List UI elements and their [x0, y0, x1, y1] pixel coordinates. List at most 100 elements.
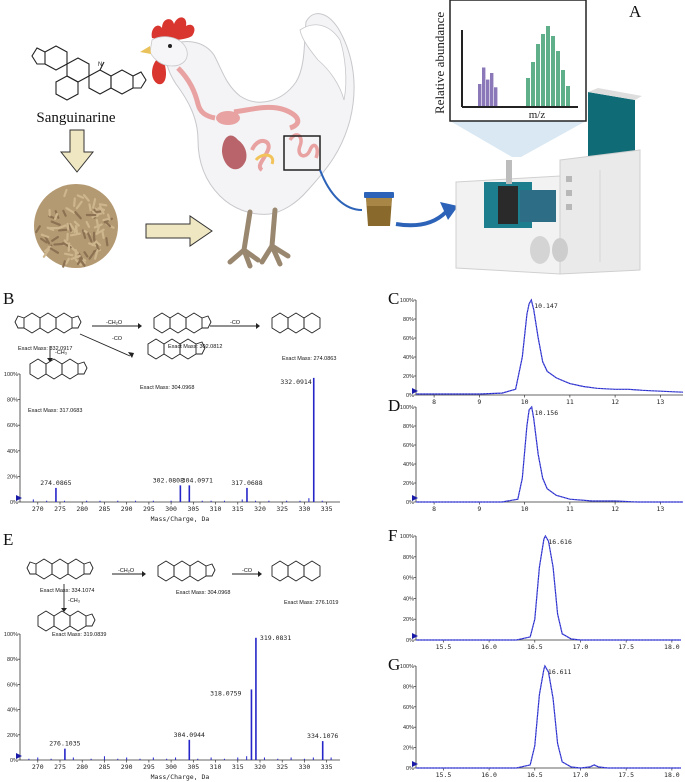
pellet — [104, 220, 112, 228]
y-tick-label: 80% — [403, 317, 414, 323]
x-tick-label: 16.0 — [481, 771, 497, 779]
x-tick-label: 15.5 — [436, 771, 452, 779]
x-tick-label: 8 — [432, 505, 436, 513]
pellet — [98, 203, 108, 207]
pellet — [40, 233, 50, 239]
frag1-mass-label-b: Exact Mass: 302.0812 — [168, 344, 222, 350]
pellet — [73, 197, 76, 207]
x-tick-label: 11 — [566, 505, 574, 513]
inset-peak — [556, 51, 560, 106]
y-tick-label: 20% — [7, 474, 18, 480]
panel-letter-b: B — [3, 289, 15, 308]
chromatogram-trace — [416, 298, 684, 395]
x-tick-label: 12 — [611, 398, 619, 406]
peak-label: 332.0914 — [280, 378, 311, 386]
ms-ylabel: Relative abundance — [432, 12, 447, 114]
x-tick-label: 15.5 — [436, 643, 452, 651]
loss2-label-e: -CO — [242, 568, 253, 574]
x-tick-label: 10 — [521, 505, 529, 513]
pellet — [70, 254, 81, 261]
peak-label: 276.1035 — [49, 740, 80, 748]
axis-marker-icon — [412, 388, 418, 394]
panel-letter-d: D — [388, 396, 401, 415]
x-tick-label: 280 — [76, 763, 88, 771]
x-tick-label: 325 — [276, 763, 288, 771]
pellet — [70, 246, 79, 255]
frag1-mass-label-e: Exact Mass: 304.0968 — [176, 590, 230, 596]
inset-peak — [490, 73, 494, 106]
pellet — [53, 242, 64, 246]
x-tick-label: 295 — [143, 763, 155, 771]
y-tick-label: 60% — [403, 443, 414, 449]
panel-a-illustration: N Sanguinarine — [31, 0, 642, 275]
x-axis-label: Mass/Charge, Da — [151, 773, 210, 781]
x-tick-label: 8 — [432, 398, 436, 406]
frag2-structure-b — [271, 312, 321, 334]
peak-label: 304.0944 — [174, 731, 205, 739]
x-tick-label: 330 — [299, 505, 311, 513]
chromatogram-fit — [416, 665, 681, 769]
pellet — [67, 224, 72, 232]
x-tick-label: 310 — [210, 505, 222, 513]
y-tick-label: 0% — [406, 500, 414, 506]
x-tick-label: 315 — [232, 505, 244, 513]
y-tick-label: 80% — [403, 555, 414, 561]
y-tick-label: 60% — [403, 705, 414, 711]
parent-mass-label-b: Exact Mass: 332.0917 — [18, 346, 72, 352]
peak-label: 274.0865 — [40, 479, 71, 487]
pellet — [101, 229, 105, 240]
axis-marker-icon — [412, 633, 418, 639]
y-tick-label: 0% — [10, 500, 18, 506]
frag1-structure-e — [157, 560, 216, 582]
inset-peak — [551, 36, 555, 106]
parent-structure-b — [14, 312, 82, 334]
pellet — [74, 225, 79, 236]
pellet — [63, 188, 68, 198]
zoom-box — [283, 135, 321, 171]
panel-letter-g: G — [388, 655, 401, 674]
x-tick-label: 17.5 — [618, 643, 634, 651]
pellet — [74, 211, 82, 220]
chromatogram-trace — [416, 664, 681, 769]
inset-peak — [566, 86, 570, 106]
pellet — [62, 260, 66, 268]
x-tick-label: 275 — [54, 763, 66, 771]
x-tick-label: 285 — [99, 505, 111, 513]
inset-peak — [561, 70, 565, 106]
peak-label: 317.0688 — [231, 479, 262, 487]
pellet — [83, 251, 89, 258]
frag3-structure-e — [37, 610, 96, 632]
mass-spectrometer-illustration — [455, 88, 642, 275]
peak-rt-label: 10.147 — [534, 302, 558, 310]
x-tick-label: 18.0 — [664, 771, 680, 779]
y-tick-label: 0% — [10, 758, 18, 764]
y-tick-label: 40% — [403, 596, 414, 602]
pellet — [62, 209, 67, 217]
y-tick-label: 60% — [7, 682, 18, 688]
loss1-label-b: -CH₂O — [106, 320, 123, 326]
y-tick-label: 20% — [7, 733, 18, 739]
y-tick-label: 80% — [7, 657, 18, 663]
x-tick-label: 16.5 — [527, 643, 543, 651]
loss4-label-b: -CO — [112, 336, 123, 342]
frag3-mass-label-b: Exact Mass: 317.0683 — [28, 408, 83, 414]
y-tick-label: 80% — [7, 398, 18, 404]
x-tick-label: 320 — [254, 505, 266, 513]
panel-letter-f: F — [388, 526, 398, 545]
pellet — [49, 247, 60, 254]
peak-label: 334.1076 — [307, 732, 338, 740]
y-tick-label: 60% — [403, 576, 414, 582]
y-tick-label: 60% — [7, 423, 18, 429]
y-tick-label: 20% — [403, 617, 414, 623]
ms-inset-box — [449, 0, 587, 157]
peak-label: 319.0831 — [260, 634, 291, 642]
x-tick-label: 10 — [521, 398, 529, 406]
x-tick-label: 290 — [121, 763, 133, 771]
pellet — [69, 222, 75, 231]
y-tick-label: 40% — [403, 462, 414, 468]
frag4-mass-label-b: Exact Mass: 304.0968 — [140, 385, 195, 391]
x-tick-label: 13 — [656, 505, 664, 513]
pellet — [88, 203, 92, 212]
